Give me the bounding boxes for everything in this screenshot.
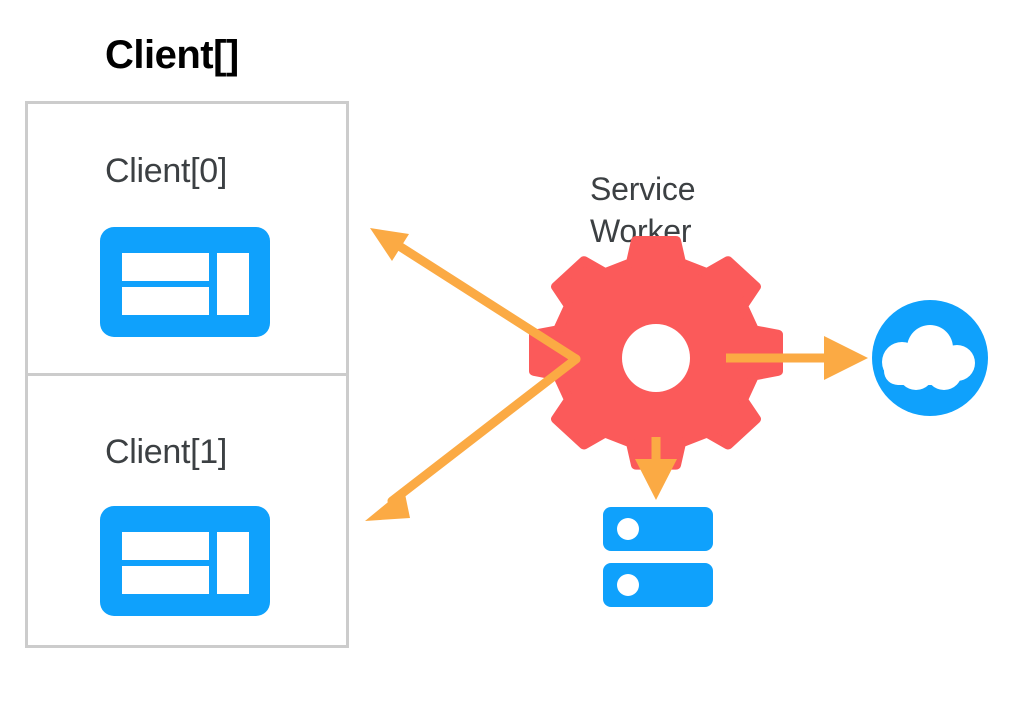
- gear-icon: [529, 236, 783, 470]
- arrow-service-worker-to-client-0: [370, 228, 581, 364]
- service-worker-label-line2: Worker: [590, 213, 692, 249]
- client-1-label: Client[1]: [105, 433, 228, 471]
- server-indicator-dot: [617, 518, 639, 540]
- browser-window-icon: [100, 506, 270, 616]
- clients-array-title: Client[]: [105, 33, 239, 77]
- server-indicator-dot: [617, 574, 639, 596]
- browser-window-icon: [100, 227, 270, 337]
- arrow-service-worker-to-storage: [635, 437, 677, 500]
- arrow-service-worker-to-client-1: [365, 354, 581, 521]
- cloud-icon-circle: [872, 300, 988, 416]
- clients-divider: [25, 373, 349, 376]
- browser-pane-bottom-left: [122, 566, 209, 594]
- client-0-label: Client[0]: [105, 152, 228, 190]
- gear-center-hole: [622, 324, 690, 392]
- server-storage-bar-top: [603, 507, 713, 551]
- browser-pane-top-left: [122, 253, 209, 281]
- arrow-service-worker-to-cloud: [726, 336, 868, 380]
- browser-pane-right: [217, 253, 249, 315]
- service-worker-label-line1: Service: [590, 171, 696, 207]
- browser-pane-bottom-left: [122, 287, 209, 315]
- server-storage-bar-bottom: [603, 563, 713, 607]
- browser-pane-right: [217, 532, 249, 594]
- browser-pane-top-left: [122, 532, 209, 560]
